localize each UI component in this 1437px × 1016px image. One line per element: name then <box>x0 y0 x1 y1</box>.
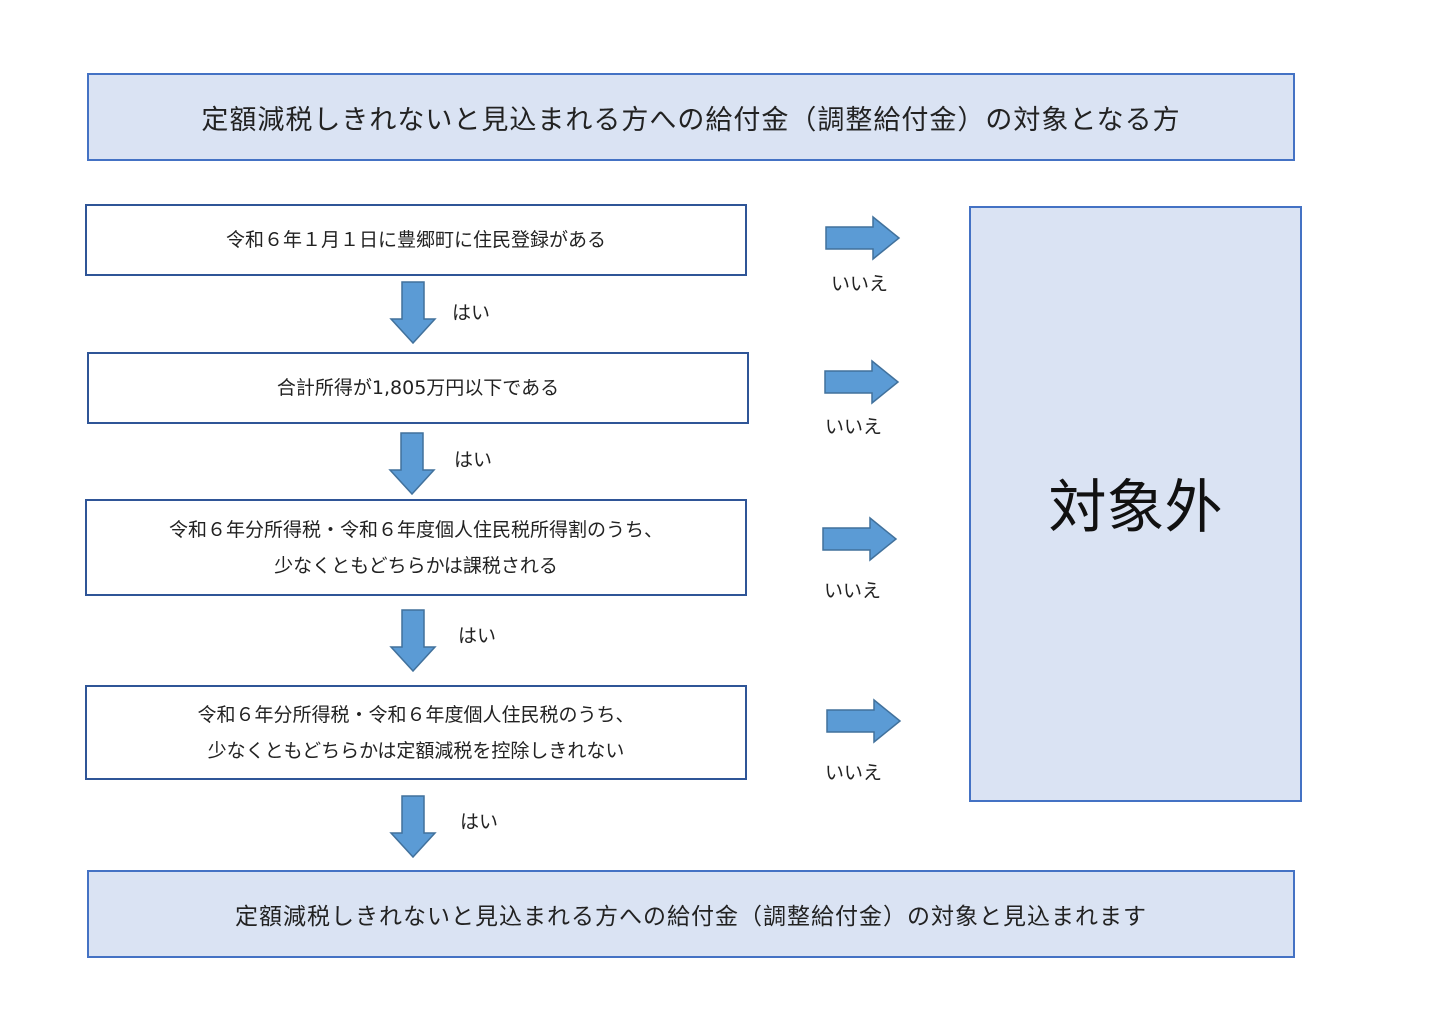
down-arrow-2 <box>388 432 436 496</box>
no-label-2: いいえ <box>825 416 883 438</box>
yes-label-2: はい <box>454 449 493 471</box>
result-text: 定額減税しきれないと見込まれる方への給付金（調整給付金）の対象と見込まれます <box>235 904 1147 930</box>
condition-box-1: 令和６年１月１日に豊郷町に住民登録がある <box>85 204 747 276</box>
condition-box-4: 令和６年分所得税・令和６年度個人住民税のうち、 少なくともどちらかは定額減税を控… <box>85 685 747 780</box>
no-label-1: いいえ <box>831 273 889 295</box>
header-title: 定額減税しきれないと見込まれる方への給付金（調整給付金）の対象となる方 <box>201 104 1181 136</box>
yes-label-4: はい <box>460 811 499 833</box>
right-arrow-2-shape <box>824 359 900 405</box>
no-label-3: いいえ <box>824 580 882 602</box>
right-arrow-2 <box>824 359 900 405</box>
down-arrow-4-shape <box>389 795 437 859</box>
condition-box-2: 合計所得が1,805万円以下である <box>87 352 749 424</box>
condition-box-3: 令和６年分所得税・令和６年度個人住民税所得割のうち、 少なくともどちらかは課税さ… <box>85 499 747 596</box>
excluded-label: 対象外 <box>1048 473 1223 541</box>
no-label-4: いいえ <box>825 762 883 784</box>
condition-3-line-1: 令和６年分所得税・令和６年度個人住民税所得割のうち、 <box>168 518 663 541</box>
right-arrow-1-shape <box>825 215 901 261</box>
down-arrow-1-shape <box>389 281 437 345</box>
down-arrow-3-shape <box>389 609 437 673</box>
condition-4-line-2: 少なくともどちらかは定額減税を控除しきれない <box>207 739 625 762</box>
down-arrow-2-shape <box>388 432 436 496</box>
down-arrow-3 <box>389 609 437 673</box>
down-arrow-1 <box>389 281 437 345</box>
right-arrow-4-shape <box>826 698 902 744</box>
condition-4-line-1: 令和６年分所得税・令和６年度個人住民税のうち、 <box>197 703 635 726</box>
condition-2-line-1: 合計所得が1,805万円以下である <box>276 377 560 399</box>
yes-label-1: はい <box>452 302 491 324</box>
down-arrow-4 <box>389 795 437 859</box>
yes-label-3: はい <box>458 625 497 647</box>
right-arrow-4 <box>826 698 902 744</box>
right-arrow-3 <box>822 516 898 562</box>
right-arrow-3-shape <box>822 516 898 562</box>
condition-3-line-2: 少なくともどちらかは課税される <box>274 554 558 577</box>
result-banner: 定額減税しきれないと見込まれる方への給付金（調整給付金）の対象と見込まれます <box>87 870 1295 958</box>
condition-1-line-1: 令和６年１月１日に豊郷町に住民登録がある <box>225 229 606 251</box>
excluded-box: 対象外 <box>969 206 1302 802</box>
right-arrow-1 <box>825 215 901 261</box>
header-banner: 定額減税しきれないと見込まれる方への給付金（調整給付金）の対象となる方 <box>87 73 1295 161</box>
